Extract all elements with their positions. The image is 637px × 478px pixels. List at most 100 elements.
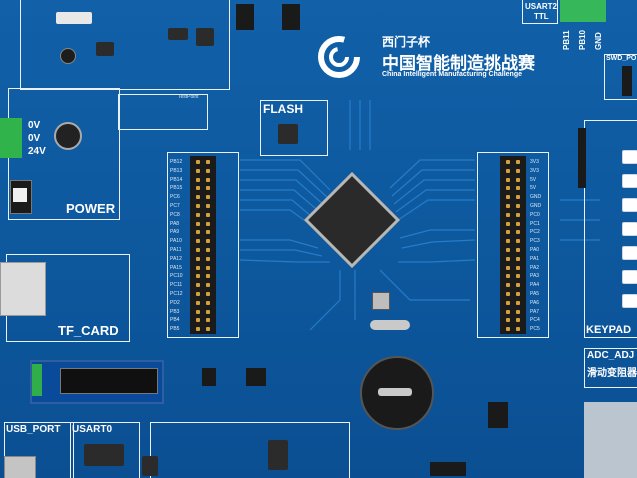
header-pin[interactable] <box>196 177 200 182</box>
keypad-button[interactable] <box>622 270 637 284</box>
top-jumper-2[interactable] <box>282 4 300 30</box>
header-pin[interactable] <box>506 318 510 323</box>
header-pin[interactable] <box>516 283 520 288</box>
header-pin[interactable] <box>206 195 210 200</box>
header-pin[interactable] <box>516 195 520 200</box>
keypad-button[interactable] <box>622 198 637 212</box>
header-pin[interactable] <box>196 248 200 252</box>
reset-button[interactable] <box>372 292 390 310</box>
keypad-button[interactable] <box>622 246 637 260</box>
keypad-button[interactable] <box>622 294 637 308</box>
header-pin[interactable] <box>516 204 520 208</box>
header-pin[interactable] <box>196 292 200 296</box>
header-pin[interactable] <box>516 274 520 279</box>
header-pin[interactable] <box>516 239 520 244</box>
bottom-header-right[interactable] <box>430 462 466 476</box>
header-pin[interactable] <box>506 256 510 261</box>
header-pin[interactable] <box>196 212 200 217</box>
header-pin[interactable] <box>196 239 200 244</box>
header-pin[interactable] <box>206 230 210 235</box>
header-pin[interactable] <box>506 248 510 252</box>
header-pin[interactable] <box>206 292 210 296</box>
header-pin[interactable] <box>206 318 210 323</box>
header-pin[interactable] <box>506 160 510 164</box>
header-pin[interactable] <box>206 212 210 217</box>
header-pin[interactable] <box>516 327 520 332</box>
header-pin[interactable] <box>196 160 200 164</box>
header-pin[interactable] <box>206 265 210 270</box>
header-pin[interactable] <box>196 230 200 235</box>
keypad-header[interactable] <box>578 128 586 188</box>
header-pin[interactable] <box>196 186 200 191</box>
right-pin-header[interactable] <box>500 156 526 334</box>
tf-card-slot[interactable] <box>0 262 46 316</box>
header-pin[interactable] <box>206 204 210 208</box>
header-pin[interactable] <box>206 327 210 332</box>
header-pin[interactable] <box>516 168 520 173</box>
header-pin[interactable] <box>206 186 210 191</box>
header-pin[interactable] <box>196 221 200 226</box>
header-pin[interactable] <box>196 283 200 288</box>
header-pin[interactable] <box>506 186 510 191</box>
header-pin[interactable] <box>206 248 210 252</box>
header-pin[interactable] <box>516 248 520 252</box>
header-pin[interactable] <box>506 265 510 270</box>
header-pin[interactable] <box>506 195 510 200</box>
top-jumper-1[interactable] <box>236 4 254 30</box>
header-pin[interactable] <box>516 265 520 270</box>
mid-jumper-2[interactable] <box>246 368 266 386</box>
header-pin[interactable] <box>196 265 200 270</box>
swd-header[interactable] <box>622 66 632 96</box>
header-pin[interactable] <box>196 195 200 200</box>
header-pin[interactable] <box>516 221 520 226</box>
header-pin[interactable] <box>206 256 210 261</box>
header-pin[interactable] <box>196 318 200 323</box>
header-pin[interactable] <box>516 177 520 182</box>
header-pin[interactable] <box>506 239 510 244</box>
header-pin[interactable] <box>506 204 510 208</box>
header-pin[interactable] <box>206 300 210 305</box>
header-pin[interactable] <box>506 221 510 226</box>
header-pin[interactable] <box>196 327 200 332</box>
header-pin[interactable] <box>516 256 520 261</box>
header-pin[interactable] <box>196 256 200 261</box>
header-pin[interactable] <box>506 327 510 332</box>
header-pin[interactable] <box>516 160 520 164</box>
header-pin[interactable] <box>206 239 210 244</box>
green-terminal[interactable] <box>0 118 22 158</box>
header-pin[interactable] <box>506 300 510 305</box>
header-pin[interactable] <box>516 212 520 217</box>
header-pin[interactable] <box>196 309 200 314</box>
header-pin[interactable] <box>506 230 510 235</box>
header-pin[interactable] <box>206 177 210 182</box>
header-pin[interactable] <box>196 204 200 208</box>
header-pin[interactable] <box>206 274 210 279</box>
header-pin[interactable] <box>516 230 520 235</box>
header-pin[interactable] <box>506 212 510 217</box>
keypad-button[interactable] <box>622 150 637 164</box>
header-pin[interactable] <box>196 274 200 279</box>
keypad-button[interactable] <box>622 222 637 236</box>
green-connector[interactable] <box>560 0 606 22</box>
header-pin[interactable] <box>506 168 510 173</box>
header-pin[interactable] <box>206 309 210 314</box>
switch-knob[interactable] <box>13 188 27 202</box>
header-pin[interactable] <box>516 309 520 314</box>
header-pin[interactable] <box>196 300 200 305</box>
usb-connector[interactable] <box>4 456 36 478</box>
header-pin[interactable] <box>516 186 520 191</box>
header-pin[interactable] <box>516 318 520 323</box>
header-pin[interactable] <box>196 168 200 173</box>
header-pin[interactable] <box>506 283 510 288</box>
left-pin-header[interactable] <box>190 156 216 334</box>
header-pin[interactable] <box>206 160 210 164</box>
header-pin[interactable] <box>506 177 510 182</box>
header-pin[interactable] <box>506 274 510 279</box>
bottom-header-mid[interactable] <box>488 402 508 428</box>
header-pin[interactable] <box>516 292 520 296</box>
header-pin[interactable] <box>206 168 210 173</box>
header-pin[interactable] <box>516 300 520 305</box>
header-pin[interactable] <box>506 309 510 314</box>
header-pin[interactable] <box>506 292 510 296</box>
header-pin[interactable] <box>206 283 210 288</box>
